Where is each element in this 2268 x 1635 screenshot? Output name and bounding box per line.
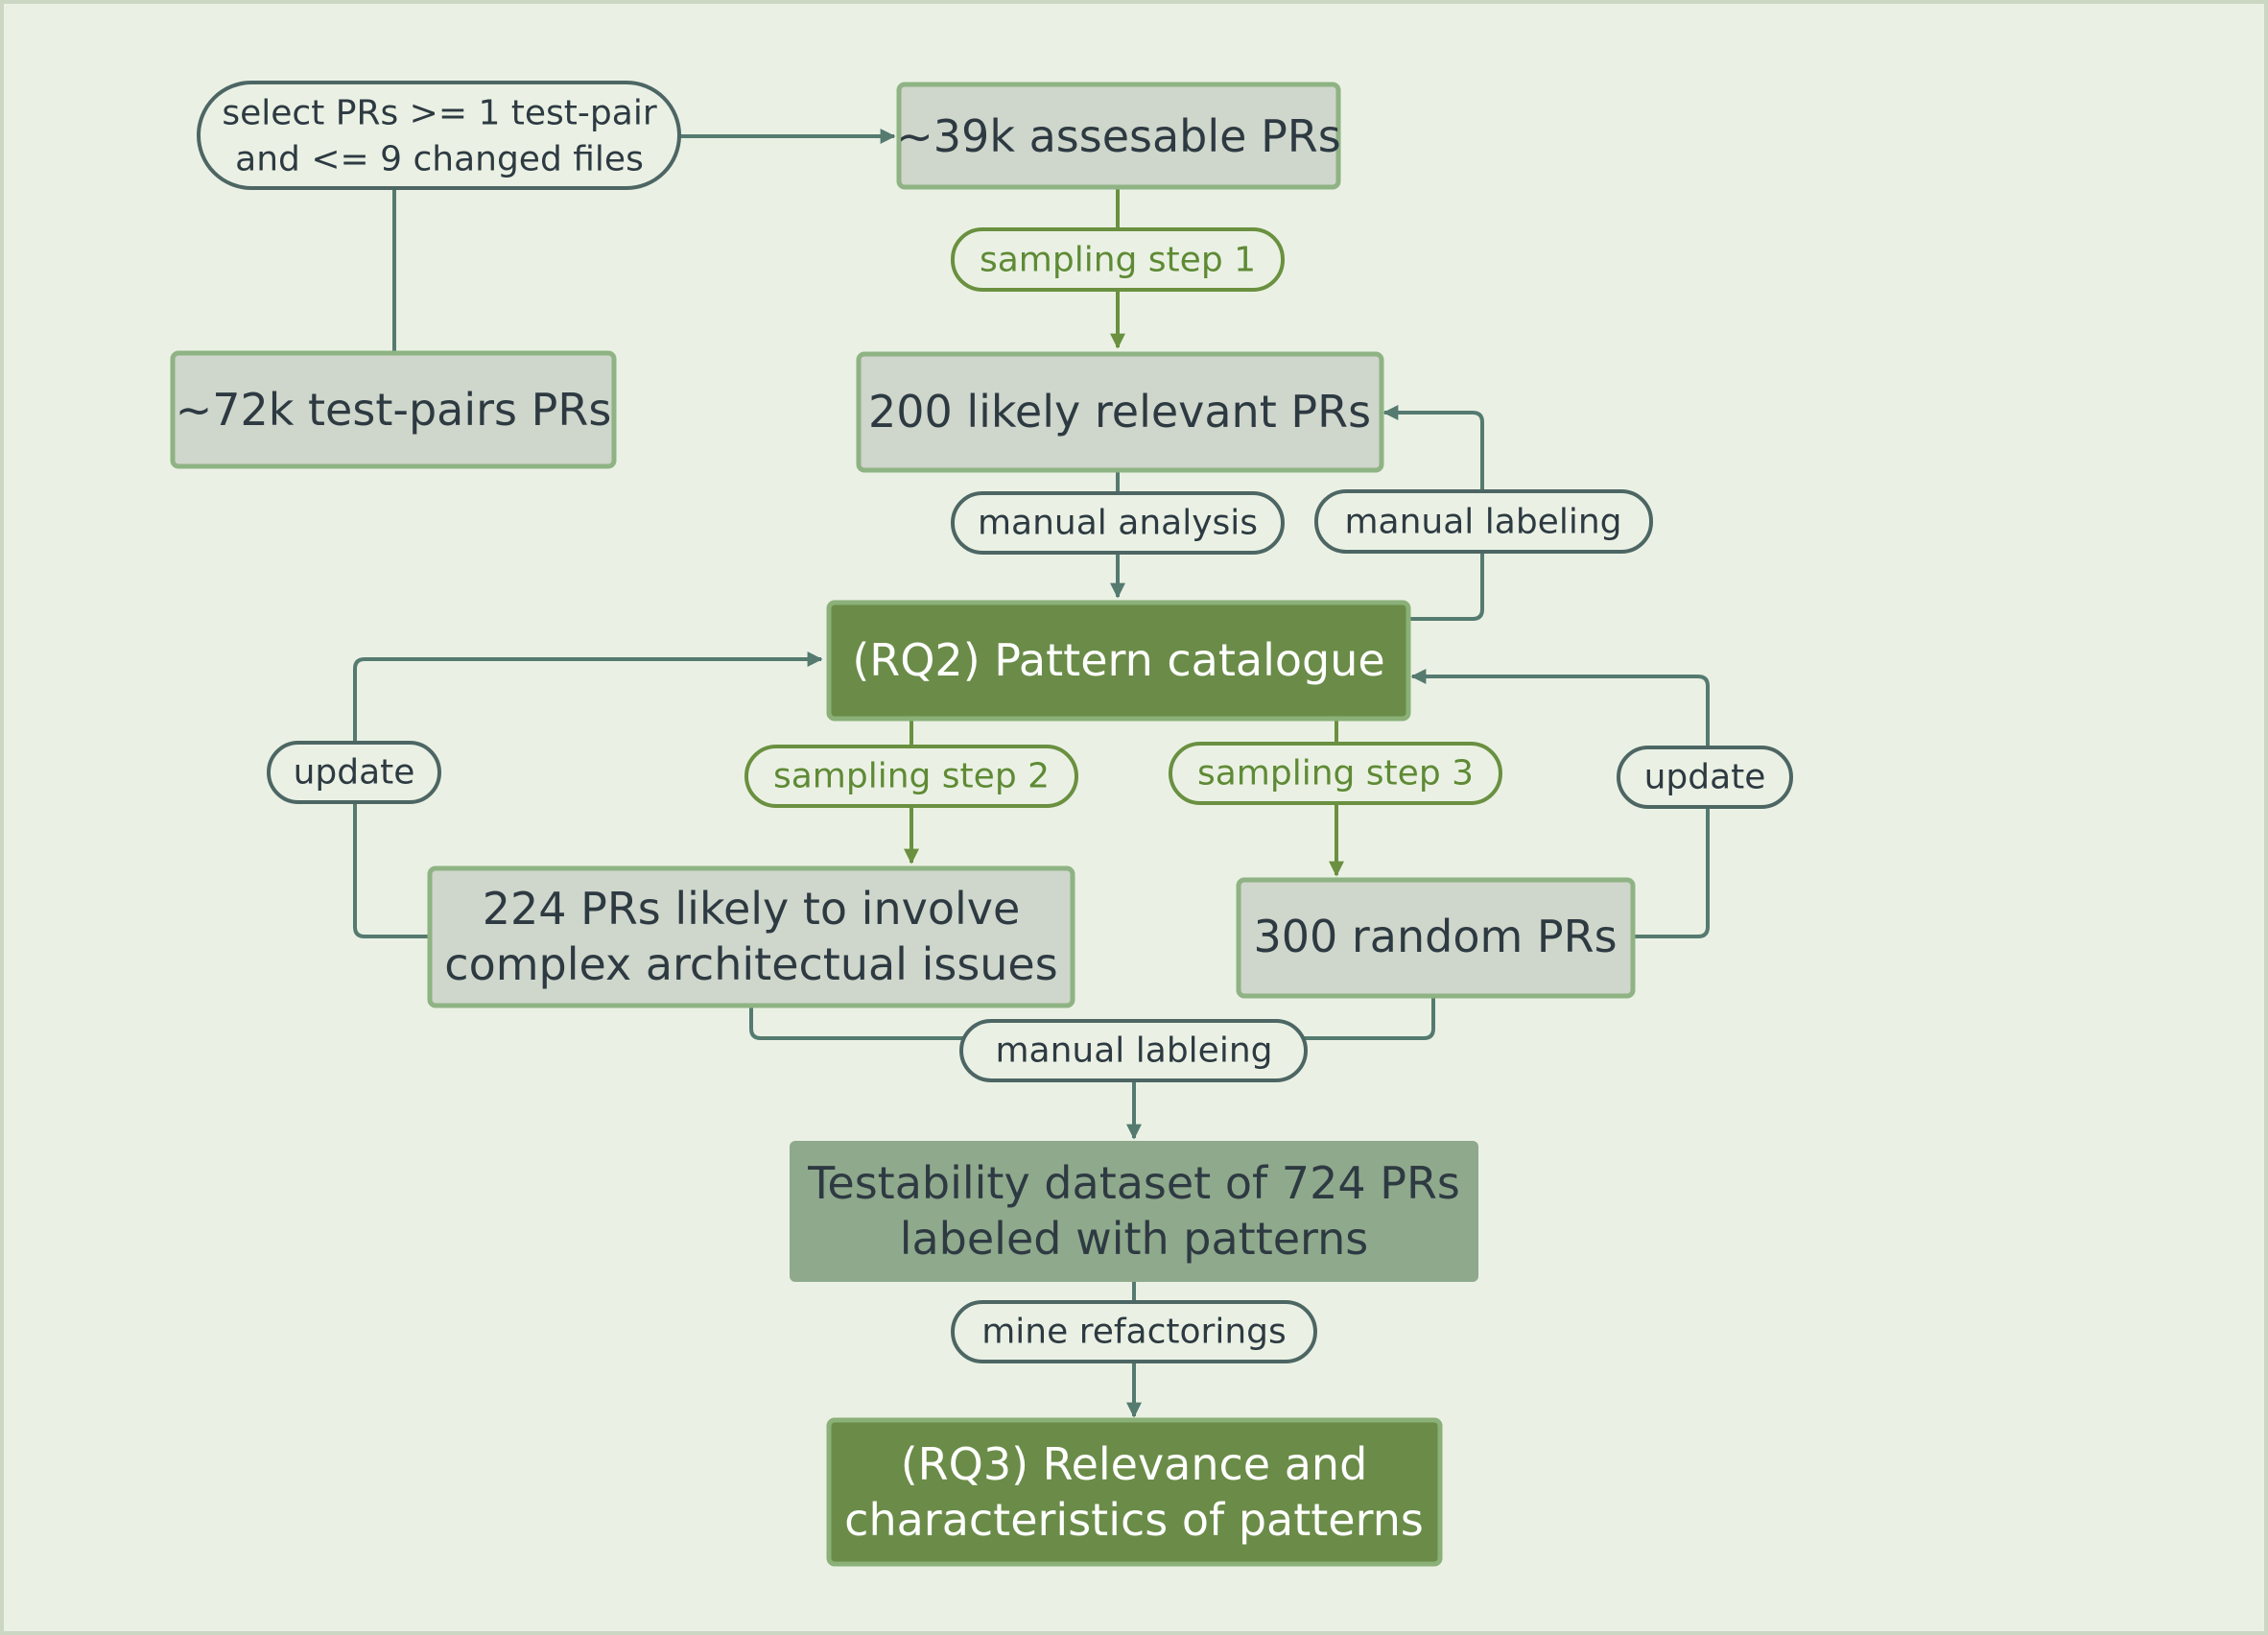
select-criteria-line-1: select PRs >= 1 test-pair <box>222 94 656 133</box>
label-mine-refactorings: mine refactorings <box>951 1300 1317 1363</box>
node-testability-dataset: Testability dataset of 724 PRs labeled w… <box>790 1141 1478 1282</box>
label-update-right: update <box>1617 746 1793 809</box>
update-right-text: update <box>1644 758 1766 797</box>
sampling-step-3-text: sampling step 3 <box>1197 754 1474 794</box>
select-criteria-line-2: and <= 9 changed files <box>235 140 644 179</box>
label-sampling-step-1: sampling step 1 <box>951 227 1285 292</box>
label-manual-lableing: manual lableing <box>959 1019 1308 1082</box>
complex-prs-line-2: complex architectual issues <box>444 938 1057 990</box>
testability-dataset-line-1: Testability dataset of 724 PRs <box>807 1157 1460 1209</box>
testability-dataset-line-2: labeled with patterns <box>900 1213 1369 1265</box>
update-left-text: update <box>294 753 415 793</box>
sampling-step-2-text: sampling step 2 <box>773 757 1050 796</box>
assessable-prs-label: ~39k assesable PRs <box>896 110 1340 162</box>
node-test-pairs-prs: ~72k test-pairs PRs <box>170 350 617 469</box>
label-sampling-step-2: sampling step 2 <box>744 745 1078 808</box>
node-select-criteria: select PRs >= 1 test-pair and <= 9 chang… <box>197 81 681 190</box>
rq3-relevance-line-1: (RQ3) Relevance and <box>901 1438 1368 1490</box>
node-pattern-catalogue: (RQ2) Pattern catalogue <box>826 600 1411 722</box>
label-manual-labeling: manual labeling <box>1314 489 1653 554</box>
node-rq3-relevance: (RQ3) Relevance and characteristics of p… <box>826 1417 1443 1567</box>
node-assessable-prs: ~39k assesable PRs <box>896 82 1341 190</box>
mine-refactorings-text: mine refactorings <box>981 1313 1287 1352</box>
label-update-left: update <box>267 741 441 804</box>
pattern-catalogue-label: (RQ2) Pattern catalogue <box>852 634 1384 686</box>
test-pairs-prs-label: ~72k test-pairs PRs <box>176 384 612 436</box>
likely-relevant-prs-label: 200 likely relevant PRs <box>868 386 1371 438</box>
complex-prs-line-1: 224 PRs likely to involve <box>483 883 1021 935</box>
manual-labeling-text: manual labeling <box>1344 503 1621 542</box>
random-prs-label: 300 random PRs <box>1253 911 1617 962</box>
node-complex-prs: 224 PRs likely to involve complex archit… <box>427 865 1075 1008</box>
sampling-step-1-text: sampling step 1 <box>980 241 1256 280</box>
label-sampling-step-3: sampling step 3 <box>1169 742 1502 805</box>
manual-lableing-text: manual lableing <box>995 1031 1272 1071</box>
node-likely-relevant-prs: 200 likely relevant PRs <box>856 351 1384 473</box>
manual-analysis-text: manual analysis <box>978 504 1258 543</box>
node-random-prs: 300 random PRs <box>1236 877 1636 999</box>
rq3-relevance-line-2: characteristics of patterns <box>844 1494 1424 1546</box>
label-manual-analysis: manual analysis <box>951 491 1285 555</box>
